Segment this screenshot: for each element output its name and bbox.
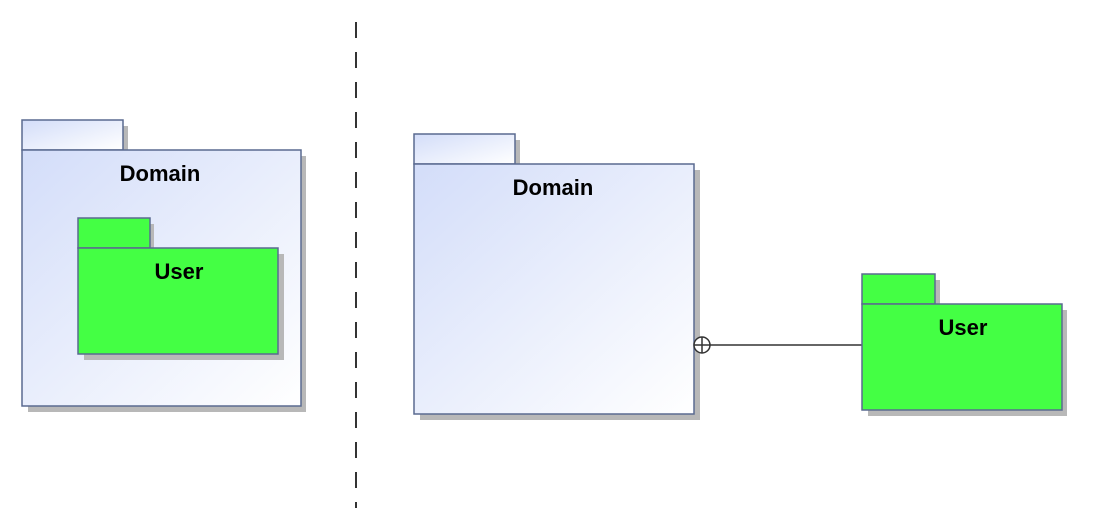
package-body [861, 303, 1063, 411]
package-tab [861, 273, 936, 305]
package-body [413, 163, 695, 415]
package-tab [77, 217, 151, 249]
package-tab [413, 133, 516, 165]
domain-package-right[interactable]: Domain [413, 133, 700, 420]
user-package-left[interactable]: User [77, 217, 284, 360]
package-label: User [155, 259, 204, 284]
user-package-right[interactable]: User [861, 273, 1067, 416]
package-label: User [939, 315, 988, 340]
package-label: Domain [513, 175, 594, 200]
package-label: Domain [120, 161, 201, 186]
package-tab [21, 119, 124, 151]
package-body [77, 247, 279, 355]
containment-connector[interactable] [693, 336, 862, 354]
